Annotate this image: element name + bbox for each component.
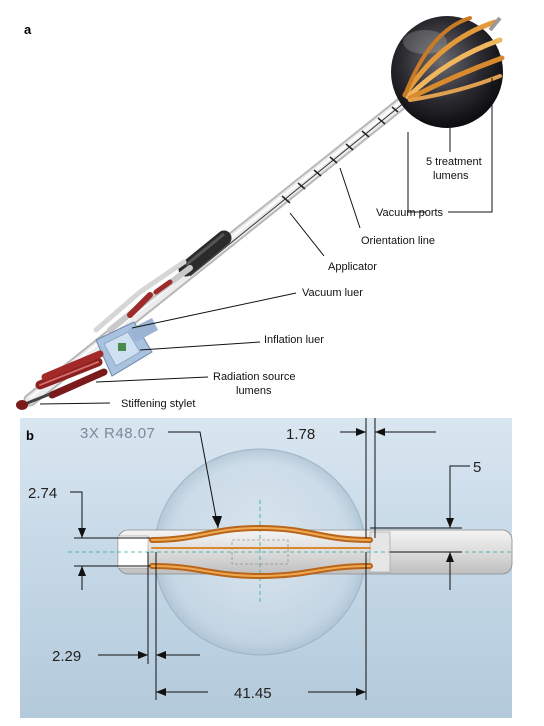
label-inflation-luer: Inflation luer [264,334,324,346]
hub [95,318,158,377]
lumen-tubes [93,259,193,333]
label-treatment-lumens-2: lumens [433,170,469,182]
dim-end-offset: 2.29 [52,648,81,665]
dimension-lines [70,418,470,700]
source-connectors [35,350,108,399]
label-treatment-lumens-1: 5 treatment [426,156,482,168]
label-radiation-source-1: Radiation source [213,371,296,383]
treatment-lumens [149,524,373,580]
dim-length: 41.45 [234,685,272,702]
label-radiation-source-2: lumens [236,385,272,397]
panel-a: a [16,16,505,410]
dim-radius: 3X R48.07 [80,425,155,442]
applicator-shaft [23,88,419,407]
stiffening-stylet [16,392,51,410]
sleeve [178,230,232,277]
dim-height-left: 2.74 [28,485,57,502]
label-vacuum-luer: Vacuum luer [302,287,363,299]
depth-markings [281,106,399,204]
label-orientation-line: Orientation line [361,235,435,247]
label-applicator: Applicator [328,261,377,273]
panel-a-letter: a [24,22,32,37]
panel-b: b [20,418,513,718]
dim-height-right: 5 [473,459,481,476]
label-stiffening-stylet: Stiffening stylet [121,398,195,410]
panel-b-letter: b [26,428,34,443]
balloon [391,16,505,128]
label-vacuum-ports: Vacuum ports [376,207,444,219]
dim-port-offset: 1.78 [286,426,315,443]
catheter-shaft [68,500,513,604]
leader-lines [39,78,493,405]
